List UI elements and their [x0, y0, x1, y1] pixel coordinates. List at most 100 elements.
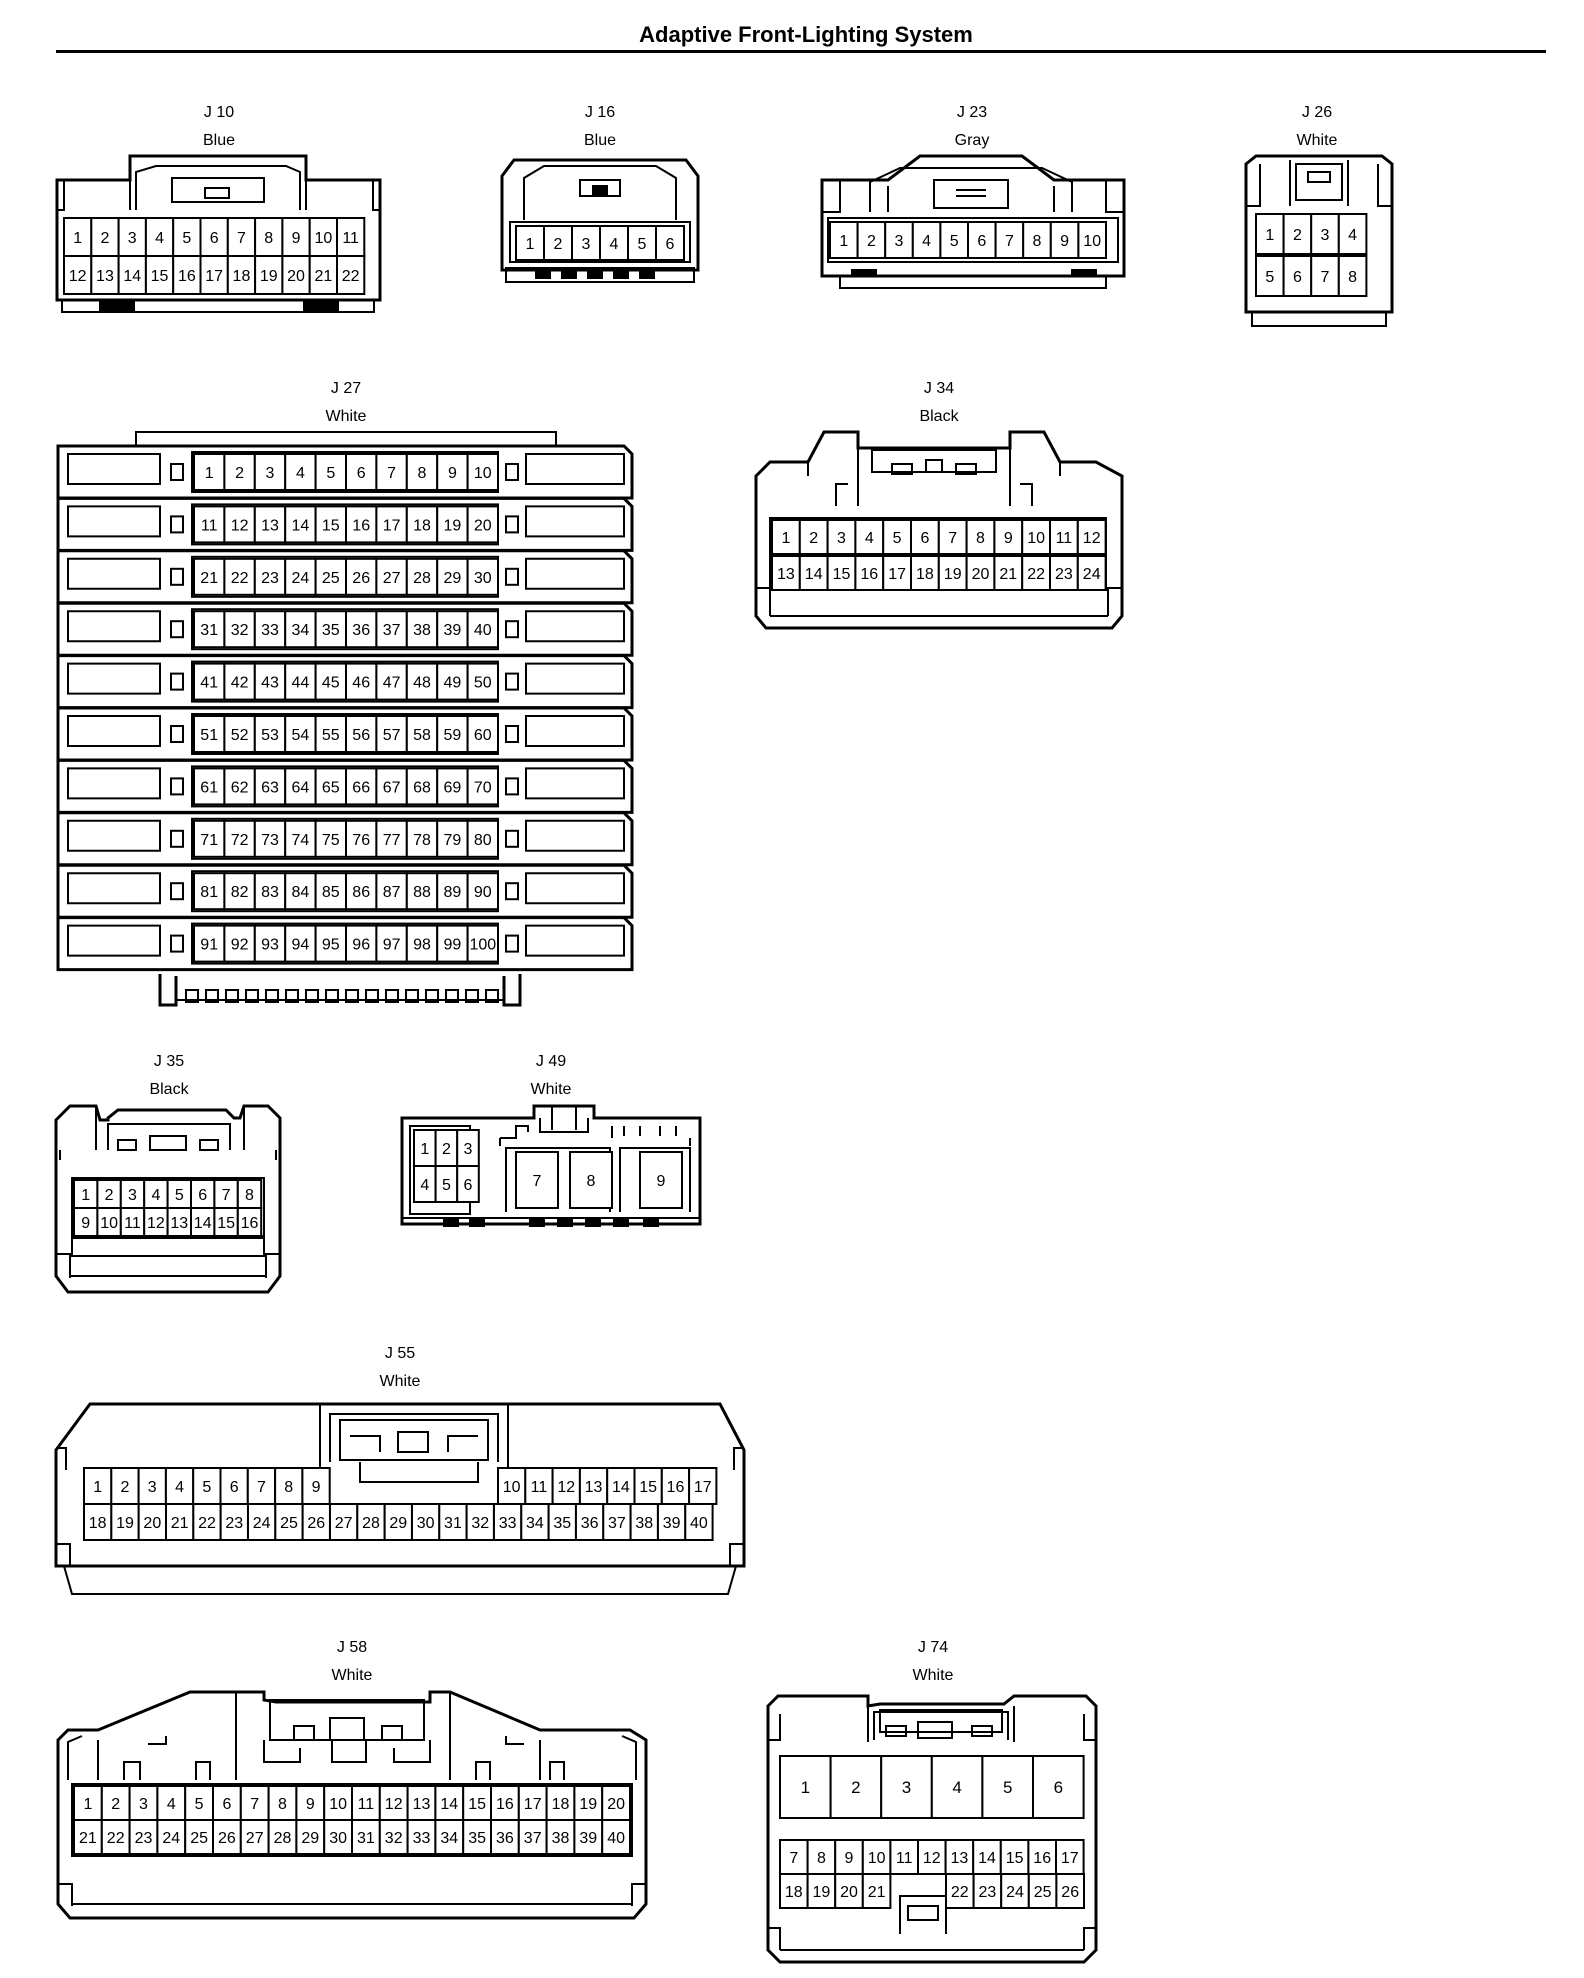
pin-number-j34-5: 5: [893, 530, 902, 547]
pin-number-j27-48: 48: [413, 675, 431, 692]
pin-number-j27-78: 78: [413, 832, 431, 849]
pin-cell: [1310, 255, 1340, 297]
pin-number-j27-68: 68: [413, 779, 431, 796]
pin-cell: [267, 1785, 298, 1821]
pin-cell: [405, 662, 439, 701]
pin-number-j55-29: 29: [389, 1515, 407, 1532]
pin-cell: [223, 715, 256, 753]
pin-number-j10-9: 9: [292, 230, 301, 247]
pin-number-j27-37: 37: [383, 622, 401, 639]
pin-number-j23-3: 3: [895, 233, 904, 250]
pin-cell: [490, 1819, 520, 1855]
pin-cell: [1337, 213, 1368, 255]
pin-number-j10-17: 17: [205, 268, 223, 285]
pin-number-j27-64: 64: [292, 779, 310, 796]
pin-number-j16-3: 3: [582, 236, 591, 253]
pin-number-j49-3: 3: [464, 1141, 473, 1158]
pin-number-j55-32: 32: [471, 1515, 489, 1532]
connector-j55-id: J 55: [385, 1345, 415, 1362]
pin-number-j10-4: 4: [155, 230, 164, 247]
pin-number-j27-15: 15: [322, 517, 340, 534]
connector-j58-id: J 58: [337, 1639, 367, 1656]
pin-number-j27-32: 32: [231, 622, 249, 639]
pin-cell: [1255, 213, 1285, 255]
pin-cell: [911, 221, 942, 259]
pin-number-j10-18: 18: [233, 268, 251, 285]
pin-cell: [193, 453, 226, 491]
pin-number-j35-2: 2: [105, 1187, 114, 1204]
pin-cell: [314, 610, 348, 649]
connector-j49-color: White: [531, 1081, 572, 1098]
pin-number-j58-30: 30: [329, 1830, 347, 1847]
pin-number-j27-54: 54: [292, 727, 310, 744]
pin-cell: [253, 453, 287, 491]
pin-cell: [656, 1503, 687, 1541]
pin-number-j58-20: 20: [607, 1796, 625, 1813]
pin-number-j58-6: 6: [222, 1796, 231, 1813]
pin-number-j27-65: 65: [322, 779, 340, 796]
pin-number-j58-34: 34: [440, 1830, 458, 1847]
pin-number-j74-6: 6: [1054, 1778, 1063, 1797]
pin-number-j27-94: 94: [292, 937, 310, 954]
pin-number-j34-16: 16: [860, 566, 878, 583]
pin-number-j27-70: 70: [474, 779, 492, 796]
connector-j23-id: J 23: [957, 104, 987, 121]
pin-cell: [466, 819, 500, 858]
pin-number-j58-31: 31: [357, 1830, 375, 1847]
pin-number-j27-8: 8: [418, 465, 427, 482]
pin-cell: [128, 1819, 159, 1855]
pin-cell: [779, 1873, 809, 1909]
pin-number-j27-2: 2: [235, 465, 244, 482]
pin-number-j10-2: 2: [100, 230, 109, 247]
pin-cell: [889, 1839, 920, 1875]
page-title: Adaptive Front-Lighting System: [639, 22, 973, 47]
pin-cell: [436, 662, 469, 701]
pin-cell: [436, 872, 469, 911]
pin-cell: [193, 767, 226, 806]
pin-cell: [517, 1819, 548, 1855]
pin-number-j58-1: 1: [83, 1796, 92, 1813]
pin-cell: [223, 767, 256, 806]
pin-number-j55-1: 1: [93, 1479, 102, 1496]
pin-number-j27-31: 31: [200, 622, 218, 639]
connector-j74-housing: [766, 1694, 1098, 1964]
pin-cell: [405, 767, 439, 806]
pin-number-j27-99: 99: [444, 937, 462, 954]
pin-number-j35-6: 6: [198, 1187, 207, 1204]
pin-number-j16-1: 1: [526, 236, 535, 253]
pin-number-j27-50: 50: [474, 675, 492, 692]
pin-number-j26-4: 4: [1348, 227, 1357, 244]
pin-number-j27-38: 38: [413, 622, 431, 639]
pin-number-j27-83: 83: [261, 884, 279, 901]
pin-cell: [1021, 519, 1052, 555]
pin-cell: [771, 555, 801, 591]
pin-cell: [1032, 1755, 1085, 1819]
pin-cell: [466, 715, 500, 753]
pin-number-j58-36: 36: [496, 1830, 514, 1847]
pin-number-j34-12: 12: [1083, 530, 1101, 547]
pin-number-j58-14: 14: [440, 1796, 458, 1813]
pin-number-j26-7: 7: [1321, 269, 1330, 286]
pin-cell: [629, 1503, 659, 1541]
pin-number-j26-8: 8: [1348, 269, 1357, 286]
connector-j26-housing: [1244, 154, 1394, 314]
pin-number-j16-2: 2: [554, 236, 563, 253]
pin-cell: [405, 453, 439, 491]
pin-number-j55-19: 19: [116, 1515, 134, 1532]
pin-cell: [223, 610, 256, 649]
pin-number-j27-33: 33: [261, 622, 279, 639]
pin-cell: [436, 819, 469, 858]
pin-cell: [314, 453, 348, 491]
pin-number-j27-87: 87: [383, 884, 401, 901]
pin-cell: [345, 662, 378, 701]
pin-number-j27-7: 7: [387, 465, 396, 482]
pin-number-j27-46: 46: [352, 675, 370, 692]
pin-cell: [375, 453, 408, 491]
pin-cell: [345, 872, 378, 911]
pin-number-j74-24: 24: [1006, 1884, 1024, 1901]
pin-number-j55-6: 6: [230, 1479, 239, 1496]
pin-cell: [128, 1785, 159, 1821]
pin-cell: [253, 924, 287, 963]
